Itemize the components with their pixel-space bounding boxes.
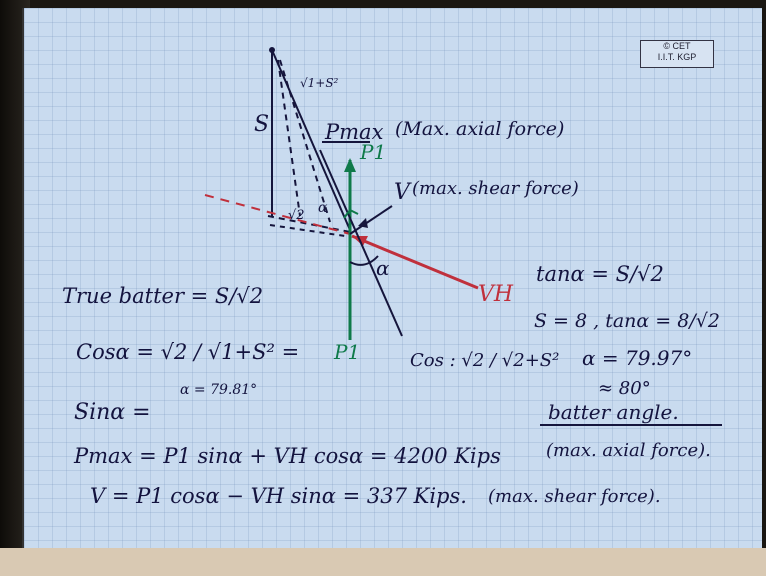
graph-paper-sheet bbox=[22, 8, 762, 556]
logo-line-2: I.I.T. KGP bbox=[657, 52, 697, 62]
pmax-equation: Pmax = P1 sinα + VH cosα = 4200 Kips bbox=[74, 444, 501, 468]
alpha-arc bbox=[349, 255, 379, 266]
label-s: S bbox=[254, 112, 270, 137]
dashed-base bbox=[267, 215, 351, 233]
alpha-value-line: α = 79.81° bbox=[180, 382, 258, 398]
cet-iit-kgp-logo: © CET I.I.T. KGP bbox=[640, 40, 714, 68]
desk-edge bbox=[0, 548, 766, 576]
right-angle-mark bbox=[343, 208, 359, 219]
dashed-base-2 bbox=[269, 224, 346, 237]
label-pmax: Pmax bbox=[325, 120, 384, 144]
label-root2: √2 bbox=[288, 208, 305, 223]
label-v: V bbox=[394, 180, 410, 205]
label-alpha-small: α bbox=[318, 200, 328, 216]
approx-line: ≈ 80° bbox=[598, 378, 651, 399]
inclined-line bbox=[319, 149, 403, 337]
label-alpha: α bbox=[376, 256, 390, 280]
label-vh: VH bbox=[478, 282, 514, 307]
batter-angle-line: batter angle. bbox=[548, 400, 679, 424]
sin-alpha-line: Sinα = bbox=[74, 400, 151, 425]
p1-arrowhead bbox=[344, 158, 356, 172]
cos-ratio-line: Cos : √2 / √2+S² bbox=[410, 350, 560, 371]
v-arrowhead bbox=[358, 218, 368, 228]
s-equals-line: S = 8 , tanα = 8/√2 bbox=[534, 310, 720, 332]
hypotenuse-line bbox=[271, 49, 351, 231]
note-max-shear: (max. shear force) bbox=[412, 178, 579, 199]
label-root: √1+S² bbox=[300, 76, 339, 90]
apex-dot bbox=[269, 47, 275, 53]
true-batter-line: True batter = S/√2 bbox=[62, 284, 264, 308]
red-dashed-line bbox=[204, 194, 351, 235]
label-p1-top: P1 bbox=[360, 140, 387, 164]
vh-line bbox=[351, 234, 479, 290]
v-equation: V = P1 cosα − VH sinα = 337 Kips. bbox=[90, 484, 467, 508]
logo-line-1: © CET bbox=[663, 41, 691, 51]
max-shear-line: (max. shear force). bbox=[488, 486, 661, 507]
v-arrow-line bbox=[349, 205, 393, 235]
label-p1-bottom: P1 bbox=[334, 340, 361, 364]
tan-alpha-line: tanα = S/√2 bbox=[536, 262, 664, 286]
max-axial-line: (max. axial force). bbox=[546, 440, 711, 461]
alpha-calc-line: α = 79.97° bbox=[582, 346, 693, 370]
cos-alpha-line: Cosα = √2 / √1+S² = bbox=[76, 340, 300, 364]
dashed-line-1 bbox=[277, 59, 301, 217]
note-max-axial: (Max. axial force) bbox=[395, 118, 565, 140]
